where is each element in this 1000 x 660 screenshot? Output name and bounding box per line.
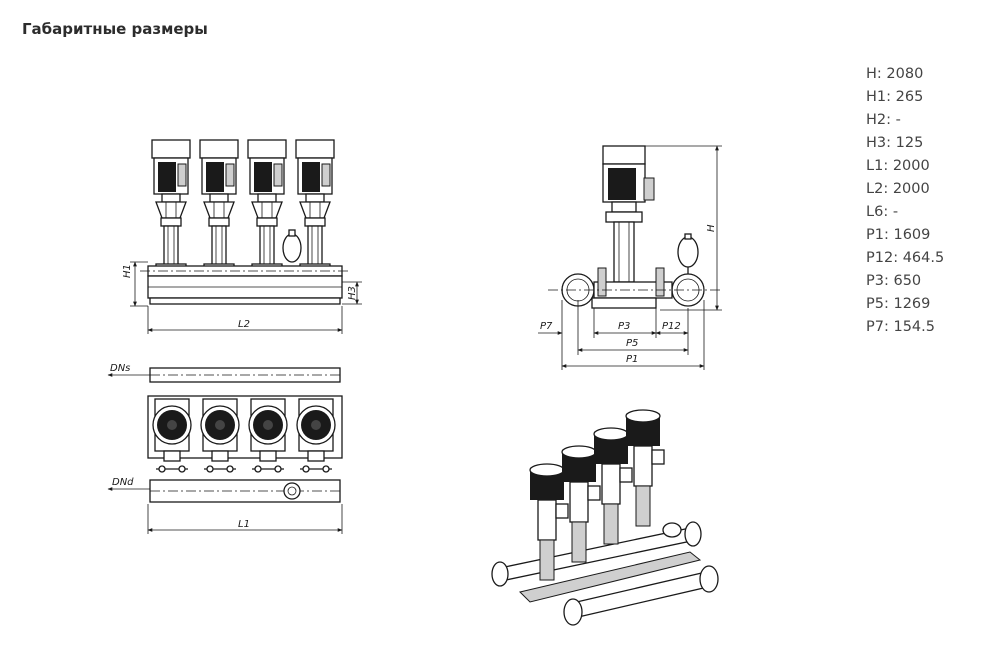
spec-h: H: 2080 bbox=[866, 66, 924, 82]
spec-l2: L2: 2000 bbox=[866, 181, 930, 197]
label-dnd: DNd bbox=[112, 477, 134, 488]
label-p12: P12 bbox=[662, 321, 681, 332]
spec-l1: L1: 2000 bbox=[866, 158, 930, 174]
spec-p12: P12: 464.5 bbox=[866, 250, 945, 266]
label-p5: P5 bbox=[626, 338, 638, 349]
spec-h1: H1: 265 bbox=[866, 89, 924, 105]
label-l1: L1 bbox=[238, 519, 250, 530]
label-l2: L2 bbox=[238, 319, 250, 330]
label-h3: H3 bbox=[347, 286, 358, 300]
spec-p5: P5: 1269 bbox=[866, 296, 931, 312]
isometric-view bbox=[491, 409, 719, 626]
label-p1: P1 bbox=[626, 354, 638, 365]
label-h1: H1 bbox=[122, 264, 133, 278]
label-p3: P3 bbox=[618, 321, 630, 332]
label-dns: DNs bbox=[110, 363, 130, 374]
label-p7: P7 bbox=[540, 321, 553, 332]
label-h: H bbox=[706, 224, 717, 232]
dimensions-list: H: 2080 H1: 265 H2: - H3: 125 L1: 2000 L… bbox=[866, 63, 944, 339]
spec-p1: P1: 1609 bbox=[866, 227, 931, 243]
spec-p7: P7: 154.5 bbox=[866, 319, 935, 335]
spec-h3: H3: 125 bbox=[866, 135, 924, 151]
side-view: H P7 P3 P12 P5 P1 bbox=[538, 145, 722, 370]
spec-h2: H2: - bbox=[866, 112, 901, 128]
front-view: H1 H3 L2 bbox=[122, 139, 362, 334]
spec-p3: P3: 650 bbox=[866, 273, 922, 289]
spec-l6: L6: - bbox=[866, 204, 899, 220]
page-title: Габаритные размеры bbox=[22, 20, 208, 38]
plan-view: DNs DNd L1 bbox=[107, 363, 343, 534]
